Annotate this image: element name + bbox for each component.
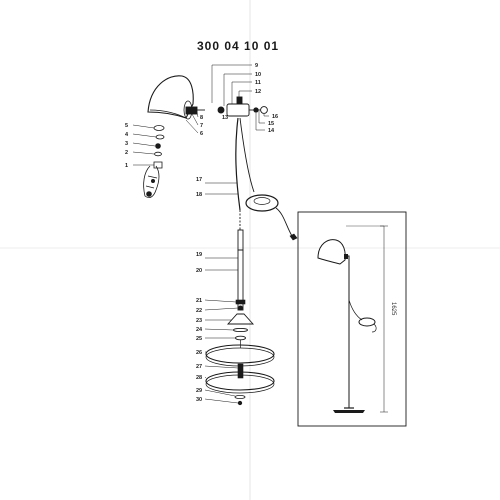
callout-13: 13 [222,115,228,121]
callout-21: 21 [196,298,202,304]
shade-hardware [143,125,165,198]
callout-10: 10 [255,72,261,78]
height-dimension: 1625 [390,302,396,316]
callout-12: 12 [255,89,261,95]
assembled-lamp-inset: 1625 [297,211,407,427]
callout-17: 17 [196,177,202,183]
callout-15: 15 [268,121,274,127]
callout-1: 1 [125,163,128,169]
callout-3: 3 [125,141,128,147]
callout-23: 23 [196,318,202,324]
callout-22: 22 [196,308,202,314]
callout-28: 28 [196,375,202,381]
arm-joint [217,96,268,117]
callout-20: 20 [196,268,202,274]
arm-and-cable [235,117,298,241]
callout-25: 25 [196,336,202,342]
leader-lines [132,64,269,404]
document-code: 300 04 10 01 [197,39,280,53]
callout-14: 14 [268,128,275,134]
callout-30: 30 [196,397,202,403]
callout-16: 16 [272,114,278,120]
stand-tube [235,210,246,311]
callout-9: 9 [255,63,258,69]
foot-cone [226,313,255,348]
callout-7: 7 [200,123,203,129]
callout-24: 24 [196,327,203,333]
callout-4: 4 [125,132,129,138]
callout-6: 6 [200,131,203,137]
callout-19: 19 [196,252,202,258]
callout-18: 18 [196,192,202,198]
callout-29: 29 [196,388,202,394]
callout-26: 26 [196,350,202,356]
callout-11: 11 [255,80,261,86]
callout-labels: 1 2 3 4 5 6 7 8 9 10 11 12 13 14 15 16 1… [125,63,278,403]
callout-5: 5 [125,123,128,129]
callout-27: 27 [196,364,202,370]
bulb-socket [185,106,205,115]
callout-8: 8 [200,115,203,121]
base-discs [205,344,275,406]
callout-2: 2 [125,150,128,156]
